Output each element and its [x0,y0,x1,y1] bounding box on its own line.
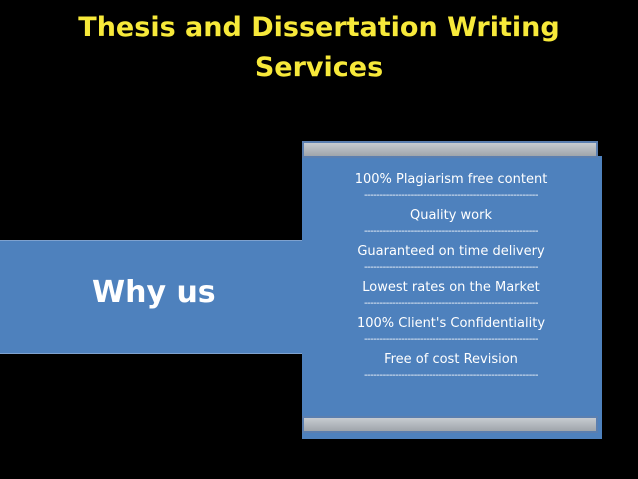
feature-item-rates: Lowest rates on the Market [362,280,540,295]
feature-item-quality: Quality work [409,208,493,223]
slide-title: Thesis and Dissertation Writing Services [78,12,560,83]
feature-item-delivery: Guaranteed on time delivery [357,244,545,259]
feature-item-revision: Free of cost Revision [384,352,518,367]
panel-bottom-bar [302,416,598,433]
separator-line: ----------------------------------------… [363,226,539,237]
features-list: 100% Plagiarism free content -----------… [313,170,589,386]
panel-top-bar [302,141,598,158]
separator-line: ----------------------------------------… [363,334,539,345]
separator-line: ----------------------------------------… [363,190,539,201]
separator-line: ----------------------------------------… [363,298,539,309]
why-us-box: Why us [0,240,302,354]
feature-item-plagiarism: 100% Plagiarism free content [354,172,548,187]
separator-line: ----------------------------------------… [363,262,539,273]
feature-item-confidentiality: 100% Client's Confidentiality [356,316,546,331]
why-us-label: Why us [92,275,216,310]
separator-line: ----------------------------------------… [363,370,539,381]
features-panel [302,156,602,439]
